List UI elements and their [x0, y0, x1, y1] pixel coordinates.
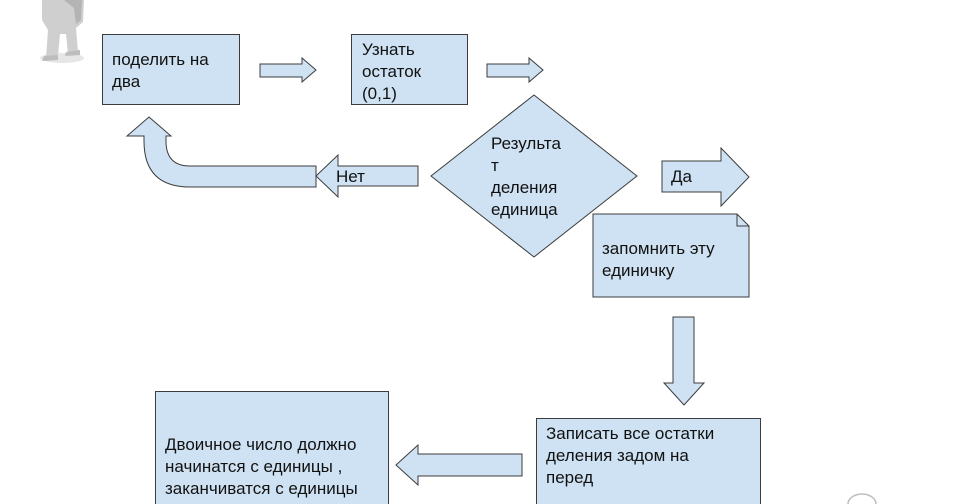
arrow-loop-back: [125, 116, 317, 188]
arrow-divide-to-remainder: [259, 56, 317, 84]
arrow-write-to-result: [395, 443, 523, 487]
remember-text: запомнить эту единичку: [602, 239, 715, 280]
remember-note-shape: [592, 213, 750, 298]
remainder-box: Узнать остаток (0,1): [351, 34, 468, 105]
edge-label-no: Нет: [336, 167, 365, 186]
arrow-no: [315, 153, 419, 199]
decision-text: Результа т деления единица: [491, 134, 561, 219]
arrow-yes: [661, 146, 750, 208]
arrow-down: [662, 316, 706, 406]
circle-icon: [847, 493, 877, 504]
divide-box: поделить на два: [102, 34, 240, 105]
decision-diamond: [430, 94, 638, 258]
arrow-remainder-to-decision: [486, 56, 544, 84]
write-box: Записать все остатки деления задом на пе…: [536, 418, 761, 504]
person-figure-icon: [40, 0, 84, 63]
edge-label-yes: Да: [671, 167, 692, 186]
result-box: Двоичное число должно начинатся с единиц…: [155, 391, 389, 504]
